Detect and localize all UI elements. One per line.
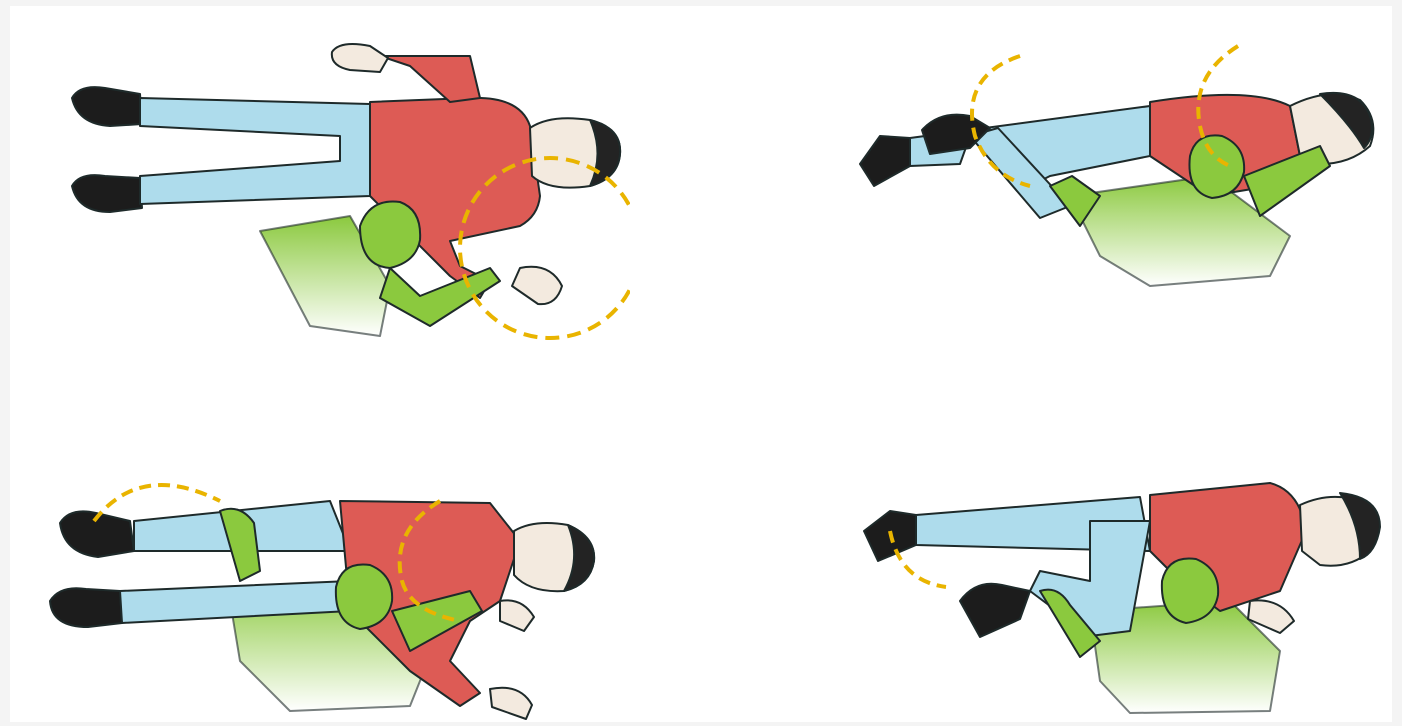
hand-raised — [332, 44, 388, 72]
helper-arm — [380, 268, 500, 326]
helper-head — [1162, 558, 1218, 623]
helper-head — [360, 202, 420, 269]
step-2-panel — [850, 36, 1390, 296]
figure-frame — [10, 6, 1392, 722]
helper-head — [1189, 135, 1244, 198]
arm-raised — [380, 56, 480, 102]
shoe-lower — [72, 175, 142, 212]
step-3-panel — [30, 461, 630, 721]
step-2-illustration — [850, 36, 1390, 296]
shoe-upper — [72, 87, 142, 126]
shoe-back — [860, 136, 910, 186]
hand-lower — [490, 688, 532, 719]
shirt — [370, 98, 540, 298]
step-4-illustration — [850, 461, 1390, 721]
shoe-front — [960, 584, 1030, 637]
step-3-illustration — [30, 461, 630, 721]
step-1-illustration — [50, 36, 630, 356]
trousers — [140, 98, 370, 204]
hand-cheek — [500, 600, 534, 631]
hand-lower — [512, 267, 562, 304]
shoe-lower — [50, 588, 122, 627]
step-1-panel — [50, 36, 630, 356]
helper-head — [336, 564, 392, 629]
step-4-panel — [850, 461, 1390, 721]
